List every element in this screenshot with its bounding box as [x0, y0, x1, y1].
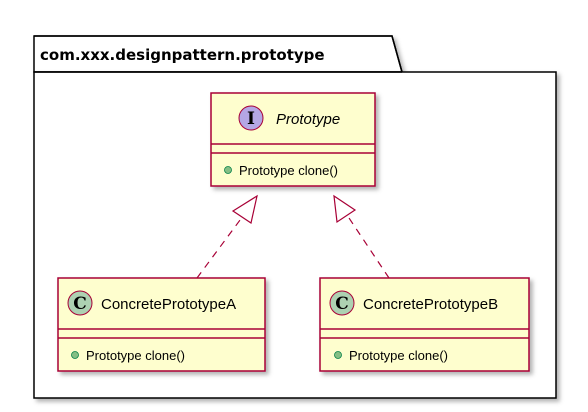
- class-content-prototype: I Prototype Prototype clone(): [224, 105, 340, 178]
- class-name: Prototype: [276, 111, 340, 128]
- realization-arrowhead: [231, 194, 258, 224]
- public-method-icon: [71, 351, 79, 359]
- public-method-icon: [334, 351, 342, 359]
- realization-concreteB-prototype: [333, 194, 390, 279]
- realization-line: [196, 211, 247, 279]
- class-box-prototype[interactable]: [210, 92, 376, 187]
- class-box-frame: [210, 92, 376, 187]
- method: Prototype clone(): [349, 348, 448, 363]
- class-name: ConcretePrototypeB: [363, 296, 498, 313]
- class-badge-icon: [329, 290, 355, 316]
- interface-badge-letter: I: [247, 109, 255, 129]
- class-box-concreteA[interactable]: [57, 277, 266, 372]
- method: Prototype clone(): [239, 163, 338, 178]
- relations: [196, 194, 390, 279]
- realization-concreteA-prototype: [196, 194, 258, 279]
- class-name: ConcretePrototypeA: [101, 296, 236, 313]
- realization-line: [344, 211, 390, 279]
- package-name: com.xxx.designpattern.prototype: [40, 46, 325, 64]
- class-box-frame: [57, 277, 266, 372]
- realization-arrowhead: [333, 194, 357, 224]
- class-badge-icon: [67, 290, 93, 316]
- class-content-concreteB: C ConcretePrototypeB Prototype clone(): [329, 290, 498, 363]
- interface-badge-icon: [238, 105, 264, 131]
- class-badge-letter: C: [335, 294, 349, 314]
- class-content-concreteA: C ConcretePrototypeA Prototype clone(): [67, 290, 236, 363]
- method: Prototype clone(): [86, 348, 185, 363]
- class-badge-letter: C: [73, 294, 87, 314]
- public-method-icon: [224, 166, 232, 174]
- class-box-frame: [319, 277, 530, 372]
- class-box-concreteB[interactable]: [319, 277, 530, 372]
